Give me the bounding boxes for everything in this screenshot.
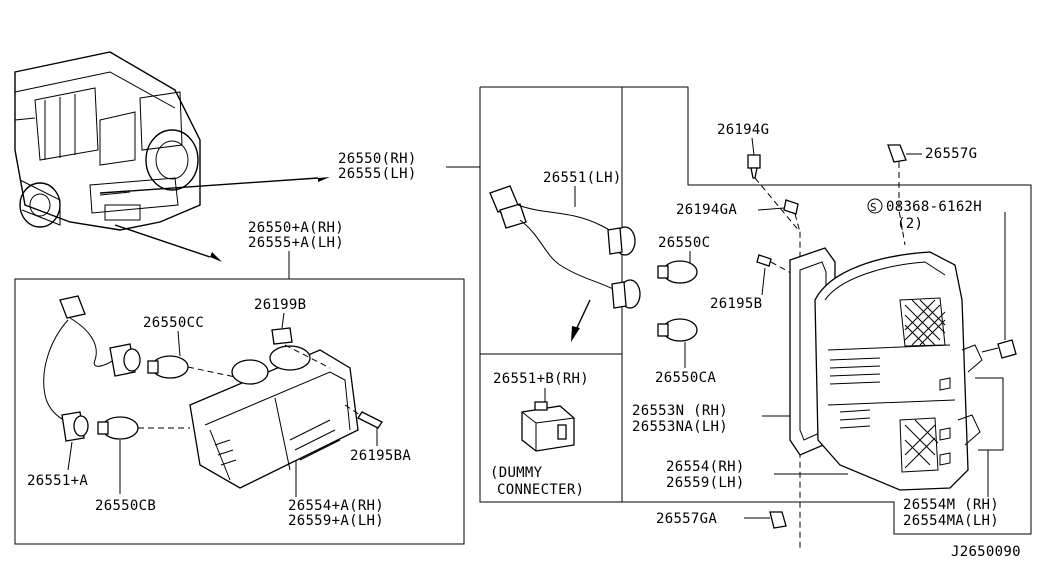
label-26559-lh: 26559(LH)	[666, 475, 745, 491]
label-26194g: 26194G	[717, 122, 769, 138]
label-s-symbol: S	[870, 201, 877, 214]
label-26553na-lh: 26553NA(LH)	[632, 419, 728, 435]
label-26550c: 26550C	[658, 235, 710, 251]
label-26554-rh: 26554(RH)	[666, 459, 745, 475]
label-26551b-rh: 26551+B(RH)	[493, 371, 589, 387]
label-26554a-rh: 26554+A(RH)	[288, 498, 384, 514]
bumper-lamp-box	[14, 278, 465, 545]
label-26557ga: 26557GA	[656, 511, 717, 527]
reference-code: J2650090	[951, 544, 1021, 560]
label-26199b: 26199B	[254, 297, 306, 313]
label-26550cc: 26550CC	[143, 315, 204, 331]
label-26551-lh: 26551(LH)	[543, 170, 622, 186]
label-26553n-rh: 26553N (RH)	[632, 403, 728, 419]
label-26550cb: 26550CB	[95, 498, 156, 514]
label-26195b: 26195B	[710, 296, 762, 312]
label-26555-lh: 26555(LH)	[338, 166, 417, 182]
label-26554m-rh: 26554M (RH)	[903, 497, 999, 513]
label-26194ga: 26194GA	[676, 202, 737, 218]
dummy-connector-box	[479, 353, 623, 503]
label-26550-rh: 26550(RH)	[338, 151, 417, 167]
label-08368-6162h: 08368-6162H	[886, 199, 982, 215]
label-26557g: 26557G	[925, 146, 977, 162]
label-26554ma-lh: 26554MA(LH)	[903, 513, 999, 529]
label-dummy-2: CONNECTER)	[497, 482, 584, 498]
rear-combo-box	[480, 86, 1032, 535]
vehicle-illustration	[14, 51, 201, 231]
label-bolt-qty: (2)	[897, 216, 923, 232]
label-26550ca: 26550CA	[655, 370, 716, 386]
label-26195ba: 26195BA	[350, 448, 411, 464]
label-26559a-lh: 26559+A(LH)	[288, 513, 384, 529]
label-26551a: 26551+A	[27, 473, 88, 489]
label-dummy-1: (DUMMY	[490, 465, 543, 481]
label-26550a-rh: 26550+A(RH)	[248, 220, 344, 236]
label-26555a-lh: 26555+A(LH)	[248, 235, 344, 251]
s-symbol-icon	[867, 198, 883, 214]
